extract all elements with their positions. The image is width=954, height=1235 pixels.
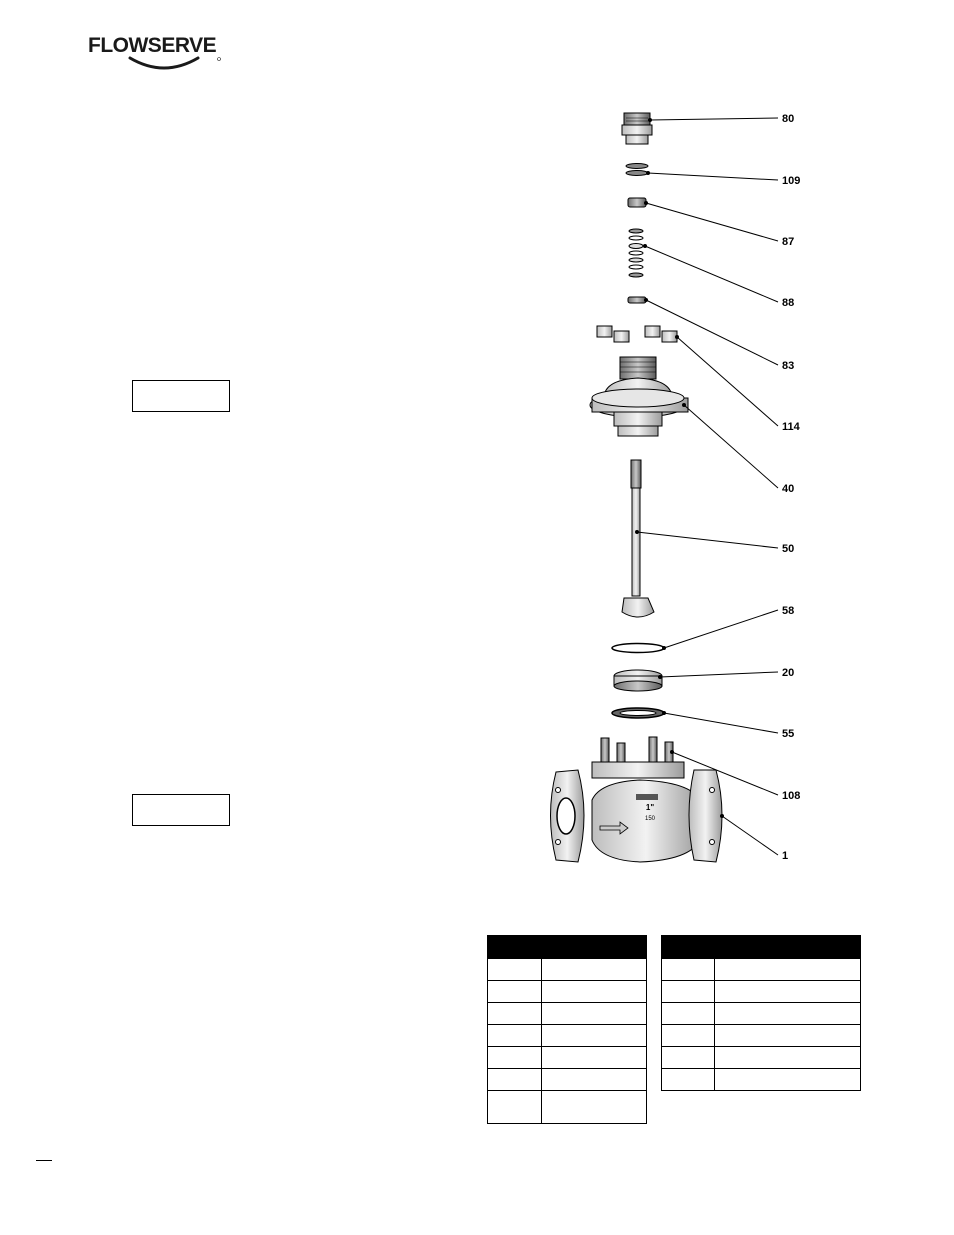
part-50-stem <box>621 459 655 618</box>
table-row <box>661 980 861 1003</box>
callout-label: 88 <box>782 297 794 309</box>
part-40-bonnet <box>589 356 689 437</box>
table-row <box>661 1002 861 1025</box>
table-row <box>661 1046 861 1069</box>
table-row <box>487 980 647 1003</box>
table-row <box>487 1068 647 1091</box>
table-header-cell <box>661 935 715 959</box>
table-header-cell <box>487 935 542 959</box>
part-109-rings <box>625 163 649 176</box>
footer-rule <box>36 1160 52 1161</box>
table-row <box>487 958 647 981</box>
table-header-row <box>487 935 647 959</box>
callout-label: 109 <box>782 175 800 187</box>
empty-label-box-bottom <box>132 794 230 826</box>
parts-table-left <box>487 935 647 1124</box>
part-58-gasket <box>611 642 665 654</box>
callout-label: 83 <box>782 360 794 372</box>
callout-label: 58 <box>782 605 794 617</box>
table-row <box>661 1068 861 1091</box>
part-1-valve-body: 1" 150 <box>550 736 723 863</box>
part-20-seat <box>613 669 663 692</box>
callout-label: 1 <box>782 850 788 862</box>
table-row <box>487 1090 647 1124</box>
callout-label: 55 <box>782 728 794 740</box>
part-88-packing <box>628 228 644 278</box>
body-size-mark: 1" <box>646 803 654 812</box>
table-header-cell <box>714 935 861 959</box>
flowserve-logo: FLOWSERVE <box>86 34 226 74</box>
table-row <box>661 958 861 981</box>
callout-leaders <box>636 117 779 856</box>
brand-name: FLOWSERVE <box>88 34 217 57</box>
table-row <box>487 1024 647 1047</box>
callout-label: 40 <box>782 483 794 495</box>
table-row <box>487 1002 647 1025</box>
callout-label: 114 <box>782 421 801 433</box>
callout-label: 87 <box>782 236 794 248</box>
part-114-nuts <box>596 325 678 343</box>
body-rating-mark: 150 <box>645 816 656 822</box>
table-row <box>661 1024 861 1047</box>
parts-table-right <box>661 935 861 1091</box>
part-87-bushing <box>627 197 647 208</box>
logo-swoosh-icon <box>128 56 221 70</box>
exploded-valve-diagram: 1" 150 80 109 87 88 83 <box>550 112 801 863</box>
table-header-cell <box>541 935 647 959</box>
part-55-gasket <box>611 707 665 719</box>
part-83-washer <box>627 296 647 304</box>
callout-dots <box>635 118 724 818</box>
callout-label: 50 <box>782 543 794 555</box>
callout-label: 20 <box>782 667 794 679</box>
table-header-row <box>661 935 861 959</box>
callout-label: 80 <box>782 113 794 125</box>
callout-label: 108 <box>782 790 800 802</box>
table-row <box>487 1046 647 1069</box>
empty-label-box-top <box>132 380 230 412</box>
part-80-cap <box>621 112 653 145</box>
